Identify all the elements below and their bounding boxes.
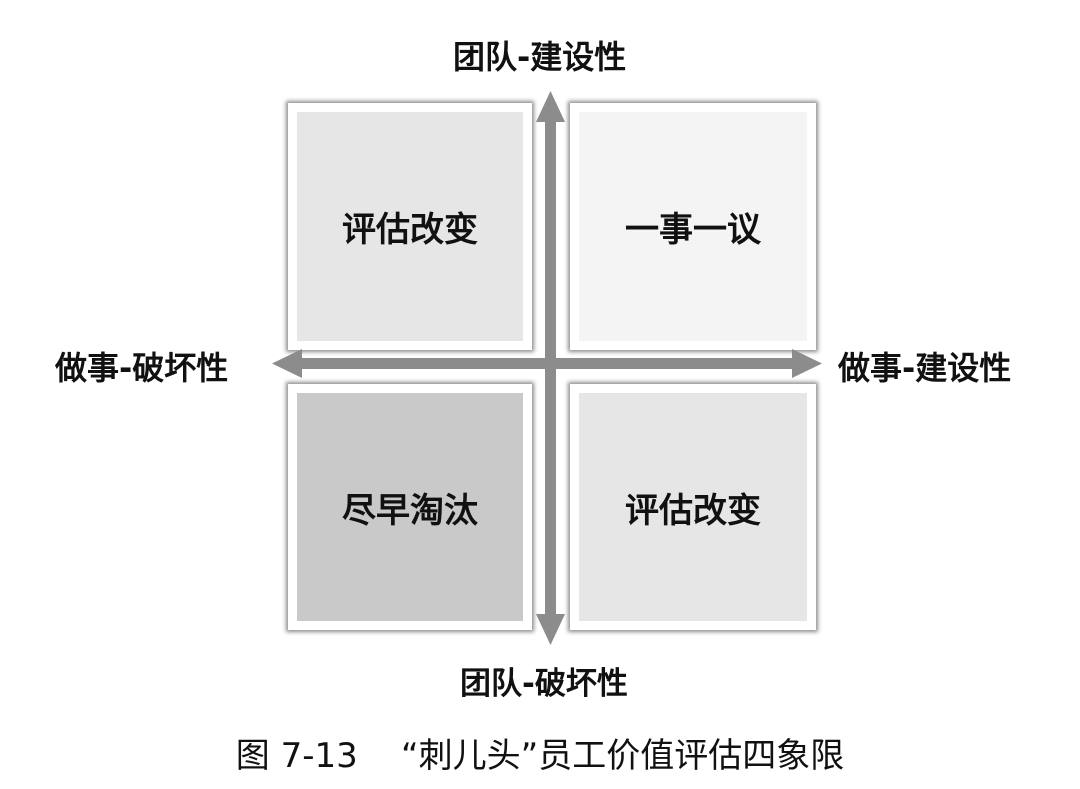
axis-label-bottom: 团队-破坏性	[460, 666, 628, 702]
quadrant-label: 评估改变	[342, 210, 478, 250]
quadrant-fill: 评估改变	[297, 112, 523, 341]
axis-label-top: 团队-建设性	[453, 38, 627, 76]
quadrant-top-left: 评估改变	[288, 103, 532, 350]
quadrant-fill: 尽早淘汰	[297, 393, 523, 621]
quadrant-bottom-left: 尽早淘汰	[288, 384, 532, 630]
quadrant-bottom-right: 评估改变	[570, 384, 816, 630]
arrow-up-icon	[536, 91, 565, 122]
quadrant-fill: 评估改变	[579, 393, 807, 621]
horizontal-axis	[296, 358, 796, 369]
arrow-left-icon	[272, 349, 302, 378]
arrow-right-icon	[792, 349, 822, 378]
arrow-down-icon	[536, 614, 565, 645]
quadrant-label: 一事一议	[625, 210, 761, 250]
figure-caption: 图 7-13 “刺儿头”员工价值评估四象限	[235, 736, 845, 776]
quadrant-fill: 一事一议	[579, 112, 807, 341]
quadrant-label: 尽早淘汰	[342, 490, 478, 531]
axis-label-right: 做事-建设性	[838, 349, 1012, 387]
quadrant-top-right: 一事一议	[570, 103, 816, 350]
quadrant-label: 评估改变	[625, 490, 761, 531]
axis-label-left: 做事-破坏性	[55, 349, 229, 387]
